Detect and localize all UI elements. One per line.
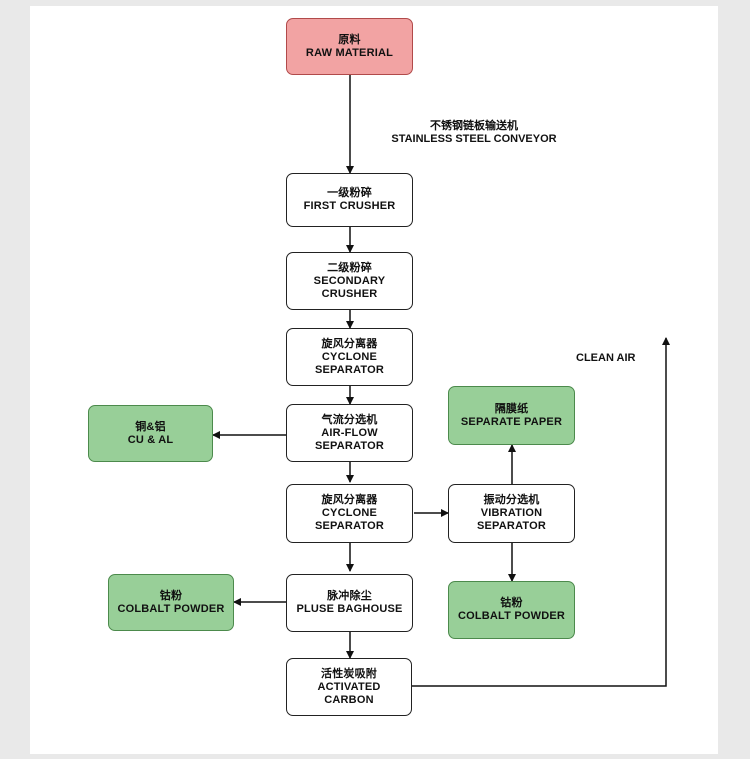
node-pulse-baghouse-en: PLUSE BAGHOUSE xyxy=(296,603,403,615)
clean-air-label: CLEAN AIR xyxy=(576,352,636,364)
node-air-flow-separator: 气流分选机 AIR-FLOW SEPARATOR xyxy=(286,404,413,462)
flowchart-canvas: 原料 RAW MATERIAL 不锈钢链板输送机 STAINLESS STEEL… xyxy=(30,6,718,754)
node-air-flow-separator-en: AIR-FLOW SEPARATOR xyxy=(314,426,385,452)
node-raw-material: 原料 RAW MATERIAL xyxy=(286,18,413,75)
node-cyclone-separator-1-en: CYCLONE SEPARATOR xyxy=(314,350,385,376)
node-first-crusher-en: FIRST CRUSHER xyxy=(303,200,396,212)
node-cu-al: 铜&铝 CU & AL xyxy=(88,405,213,462)
node-cyclone-separator-2-zh: 旋风分离器 xyxy=(321,494,378,506)
node-air-flow-separator-zh: 气流分选机 xyxy=(321,413,378,426)
node-cu-al-zh: 铜&铝 xyxy=(135,420,166,433)
node-cyclone-separator-2: 旋风分离器 CYCLONE SEPARATOR xyxy=(286,484,413,543)
node-raw-material-zh: 原料 xyxy=(338,33,361,46)
node-vibration-separator-en: VIBRATION SEPARATOR xyxy=(476,507,547,532)
node-separate-paper: 隔膜纸 SEPARATE PAPER xyxy=(448,386,575,445)
node-first-crusher: 一级粉碎 FIRST CRUSHER xyxy=(286,173,413,227)
arrow-carbon-to-clean-air xyxy=(412,337,670,687)
node-cobalt-powder-right-en: COLBALT POWDER xyxy=(457,610,566,622)
node-cobalt-powder-left: 钴粉 COLBALT POWDER xyxy=(108,574,234,631)
conveyor-label: 不锈钢链板输送机 STAINLESS STEEL CONVEYOR xyxy=(374,120,574,146)
node-vibration-separator-zh: 振动分选机 xyxy=(483,494,540,506)
node-cyclone-separator-1-zh: 旋风分离器 xyxy=(321,337,378,350)
node-activated-carbon-zh: 活性炭吸附 xyxy=(321,667,377,680)
node-pulse-baghouse: 脉冲除尘 PLUSE BAGHOUSE xyxy=(286,574,413,632)
node-secondary-crusher-zh: 二级粉碎 xyxy=(327,261,372,274)
node-cobalt-powder-right-zh: 钴粉 xyxy=(500,597,523,609)
node-activated-carbon: 活性炭吸附 ACTIVATED CARBON xyxy=(286,658,412,716)
node-separate-paper-en: SEPARATE PAPER xyxy=(460,415,563,428)
node-cu-al-en: CU & AL xyxy=(127,433,174,446)
conveyor-label-en: STAINLESS STEEL CONVEYOR xyxy=(391,133,557,145)
connector-layer xyxy=(212,75,670,687)
node-cobalt-powder-right: 钴粉 COLBALT POWDER xyxy=(448,581,575,639)
node-pulse-baghouse-zh: 脉冲除尘 xyxy=(327,590,372,602)
node-first-crusher-zh: 一级粉碎 xyxy=(327,187,372,199)
conveyor-label-zh: 不锈钢链板输送机 xyxy=(430,120,518,132)
node-activated-carbon-en: ACTIVATED CARBON xyxy=(317,680,381,706)
node-cobalt-powder-left-en: COLBALT POWDER xyxy=(117,602,225,615)
node-cyclone-separator-2-en: CYCLONE SEPARATOR xyxy=(314,507,385,532)
node-raw-material-en: RAW MATERIAL xyxy=(305,46,394,59)
node-cyclone-separator-1: 旋风分离器 CYCLONE SEPARATOR xyxy=(286,328,413,386)
node-separate-paper-zh: 隔膜纸 xyxy=(494,402,529,415)
node-vibration-separator: 振动分选机 VIBRATION SEPARATOR xyxy=(448,484,575,543)
node-secondary-crusher-en: SECONDARY CRUSHER xyxy=(313,274,386,300)
node-cobalt-powder-left-zh: 钴粉 xyxy=(159,589,183,602)
node-secondary-crusher: 二级粉碎 SECONDARY CRUSHER xyxy=(286,252,413,310)
